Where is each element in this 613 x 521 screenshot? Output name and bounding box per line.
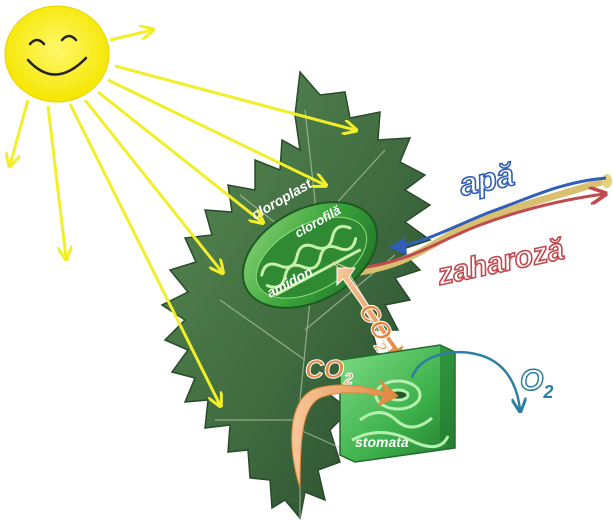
sun-icon — [5, 6, 109, 102]
label-o2: O2 — [520, 364, 553, 402]
label-stomata: stomata — [355, 434, 409, 450]
stem-end — [602, 174, 612, 188]
label-zaharoza: zaharoză — [434, 233, 568, 292]
sun-ray-arrow — [10, 100, 28, 165]
label-apa: apă — [456, 156, 518, 203]
sun-ray-arrow — [98, 92, 262, 222]
sun-ray-arrow — [110, 30, 152, 40]
sun-ray-arrow — [48, 106, 66, 258]
